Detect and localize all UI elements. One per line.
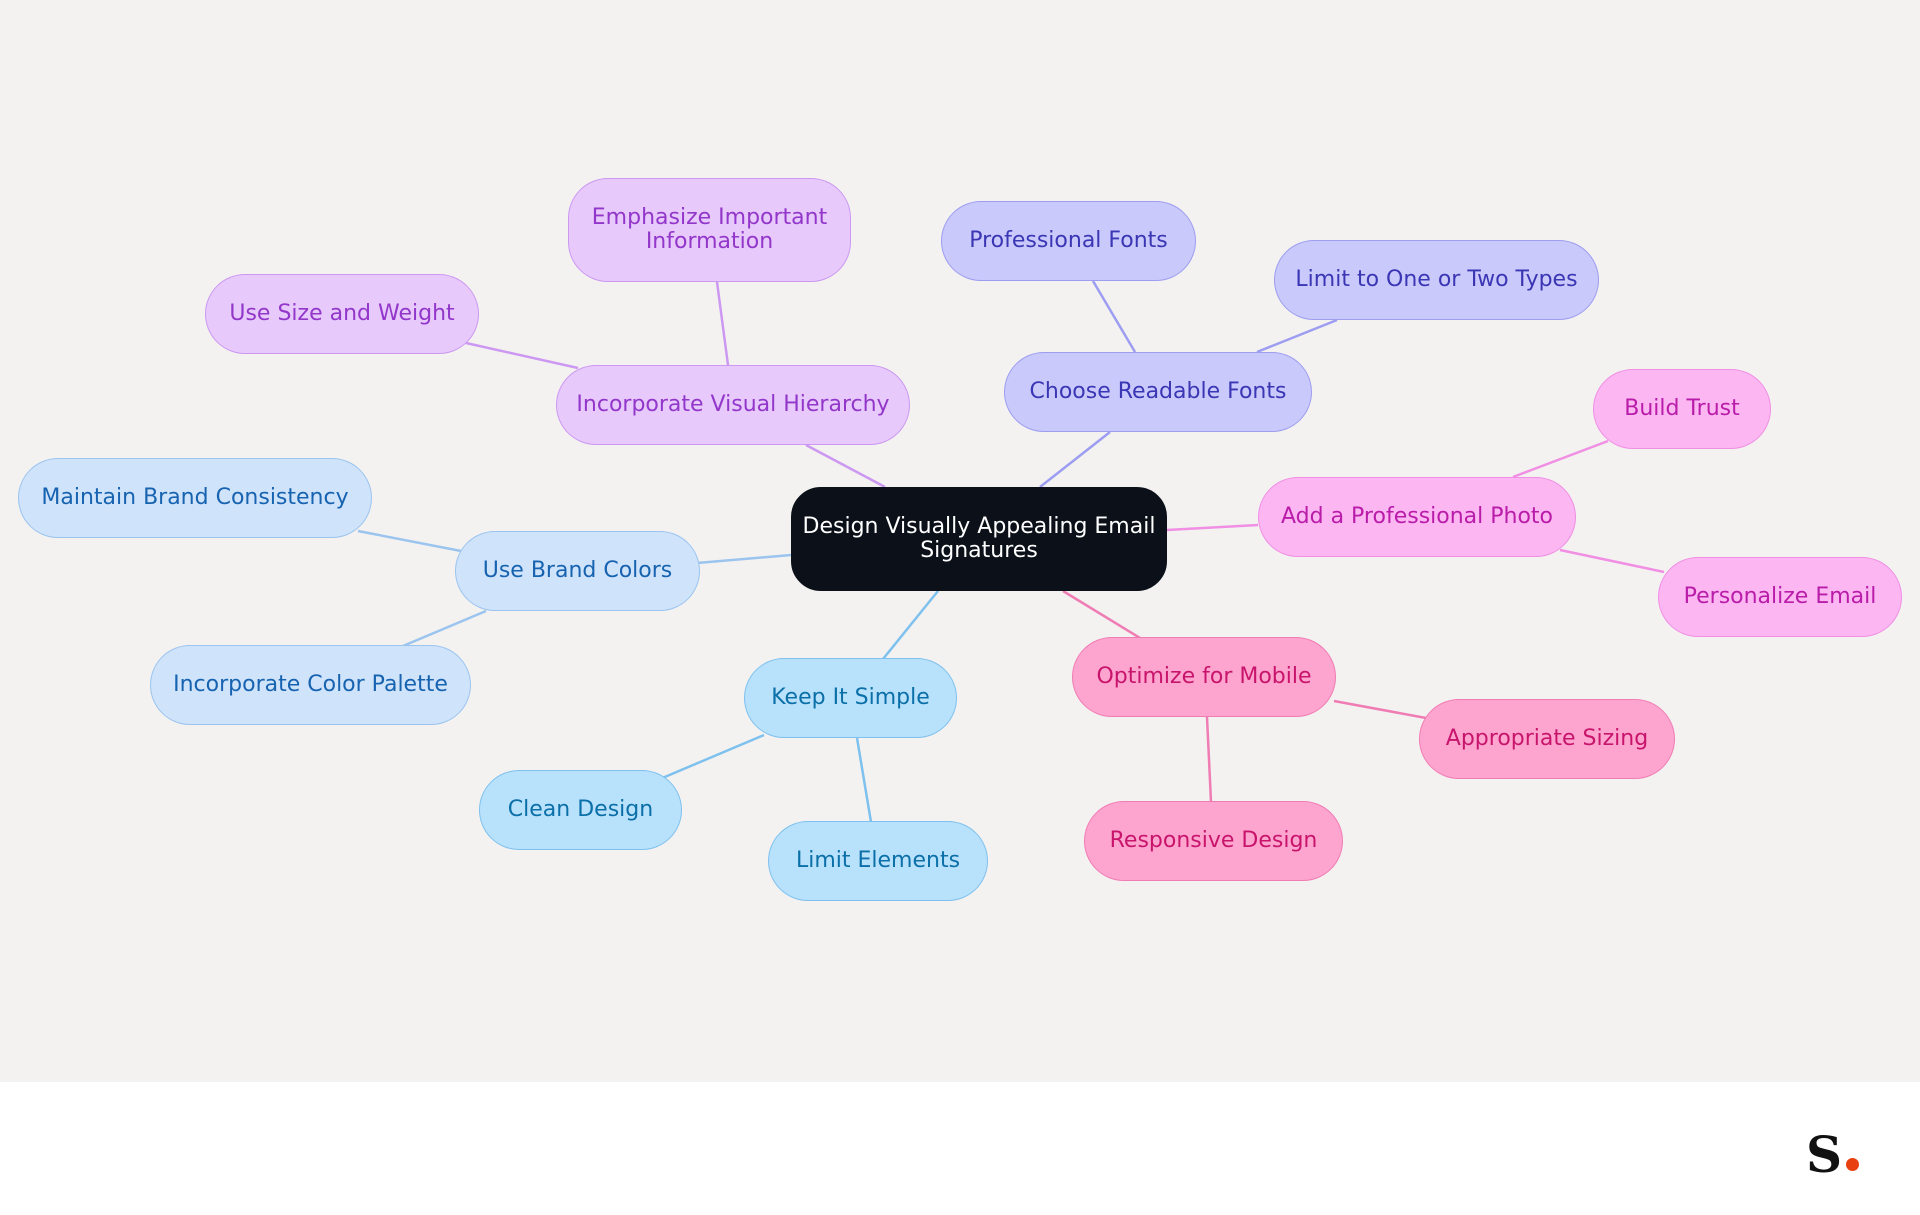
branch-label: Keep It Simple — [771, 685, 930, 710]
branch-node-optimize-mobile: Optimize for Mobile — [1072, 637, 1336, 717]
connector-root-simple — [882, 590, 939, 660]
leaf-label: Limit Elements — [795, 848, 961, 873]
connector-simple-clean — [659, 733, 765, 781]
leaf-label: Use Size and Weight — [229, 301, 455, 326]
connector-root-mobile — [1062, 589, 1141, 640]
branch-node-visual-hierarchy: Incorporate Visual Hierarchy — [556, 365, 910, 445]
connector-mobile-sizing — [1333, 699, 1427, 720]
root-node: Design Visually Appealing Email Signatur… — [791, 487, 1167, 591]
connector-fonts-limit — [1256, 318, 1338, 354]
leaf-node-professional-fonts: Professional Fonts — [941, 201, 1196, 281]
connector-mobile-responsive — [1205, 716, 1213, 803]
branch-label: Use Brand Colors — [482, 558, 673, 583]
leaf-label: Professional Fonts — [969, 228, 1168, 253]
connector-hierarchy-emphasize — [715, 281, 730, 366]
logo-letter: S — [1806, 1125, 1843, 1184]
leaf-label: Personalize Email — [1683, 584, 1877, 609]
leaf-label: Appropriate Sizing — [1445, 726, 1649, 751]
connector-simple-limit — [855, 737, 873, 823]
logo-dot-icon — [1846, 1158, 1860, 1171]
connector-root-photo — [1166, 523, 1259, 532]
connector-root-fonts — [1039, 431, 1111, 488]
connector-brand-palette — [402, 609, 487, 648]
leaf-node-appropriate-sizing: Appropriate Sizing — [1419, 699, 1675, 779]
leaf-node-build-trust: Build Trust — [1593, 369, 1771, 449]
leaf-label: Incorporate Color Palette — [173, 672, 448, 697]
mindmap-canvas: Design Visually Appealing Email Signatur… — [0, 0, 1920, 1082]
brand-logo: S — [1806, 1125, 1860, 1184]
leaf-label: Emphasize Important Information — [591, 205, 828, 254]
leaf-node-personalize-email: Personalize Email — [1658, 557, 1902, 637]
leaf-label: Limit to One or Two Types — [1295, 267, 1578, 292]
connector-photo-personalize — [1559, 548, 1665, 574]
branch-node-keep-simple: Keep It Simple — [744, 658, 957, 738]
connector-photo-trust — [1512, 439, 1609, 479]
branch-label: Optimize for Mobile — [1096, 664, 1312, 689]
leaf-label: Clean Design — [507, 797, 654, 822]
mindmap-connectors — [357, 280, 1665, 823]
branch-label: Add a Professional Photo — [1280, 504, 1554, 529]
leaf-node-emphasize-information: Emphasize Important Information — [568, 178, 851, 282]
leaf-node-color-palette: Incorporate Color Palette — [150, 645, 471, 725]
branch-node-brand-colors: Use Brand Colors — [455, 531, 700, 611]
connector-hierarchy-size — [465, 341, 579, 370]
branch-label: Choose Readable Fonts — [1029, 379, 1287, 404]
connector-brand-consistency — [357, 529, 462, 553]
connector-fonts-professional — [1091, 280, 1137, 353]
leaf-node-responsive-design: Responsive Design — [1084, 801, 1343, 881]
leaf-label: Maintain Brand Consistency — [41, 485, 349, 510]
branch-label: Incorporate Visual Hierarchy — [576, 392, 890, 417]
leaf-label: Responsive Design — [1109, 828, 1318, 853]
leaf-node-clean-design: Clean Design — [479, 770, 682, 850]
connector-root-brand — [696, 553, 792, 565]
branch-node-readable-fonts: Choose Readable Fonts — [1004, 352, 1312, 432]
leaf-node-brand-consistency: Maintain Brand Consistency — [18, 458, 372, 538]
root-label: Design Visually Appealing Email Signatur… — [802, 514, 1156, 563]
leaf-node-size-weight: Use Size and Weight — [205, 274, 479, 354]
leaf-label: Build Trust — [1624, 396, 1740, 421]
leaf-node-limit-types: Limit to One or Two Types — [1274, 240, 1599, 320]
leaf-node-limit-elements: Limit Elements — [768, 821, 988, 901]
connector-root-hierarchy — [805, 443, 886, 489]
branch-node-professional-photo: Add a Professional Photo — [1258, 477, 1576, 557]
